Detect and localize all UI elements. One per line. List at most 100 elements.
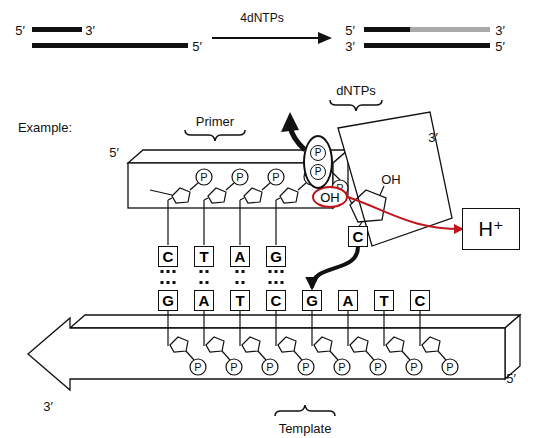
node-text: C (163, 249, 174, 264)
h-bond-dot (275, 281, 278, 284)
hydrogen-bonds (161, 270, 284, 284)
node-text: G (162, 293, 174, 308)
h-bond-dot (206, 281, 209, 284)
bond (240, 198, 244, 200)
bond (167, 200, 168, 245)
label: 5′ (109, 146, 119, 159)
label: 5′ (345, 24, 355, 37)
base-box: A (338, 290, 358, 311)
template-ribbon (505, 315, 520, 379)
phosphate-label: P (374, 362, 381, 373)
brace (330, 100, 382, 111)
bond (383, 311, 384, 346)
brace (275, 405, 335, 416)
phosphate-label: P (446, 362, 453, 373)
node-text: A (343, 293, 354, 308)
pyrophosphate-ellipse: PP (303, 135, 333, 189)
node-text: C (353, 229, 364, 244)
bond (186, 351, 194, 360)
bond (239, 200, 240, 245)
phosphate-label: P (200, 172, 207, 183)
template-strand (32, 43, 188, 48)
phosphate-circle (196, 169, 212, 185)
bond (347, 311, 348, 346)
h-bond-dot (173, 281, 176, 284)
label: Primer (196, 115, 234, 128)
phosphate-label: P (338, 362, 345, 373)
bond (311, 311, 312, 346)
base-box: C (266, 290, 286, 311)
node-text: P (310, 164, 326, 180)
phosphate-circle (268, 169, 284, 185)
h-bond-dot (236, 270, 239, 273)
base-box: T (374, 290, 394, 311)
label: 5′ (15, 24, 25, 37)
bond (380, 186, 384, 195)
label: 4dNTPs (240, 12, 283, 24)
phosphate-label: P (410, 362, 417, 373)
node-text: OH (320, 191, 340, 204)
primer-strand (364, 27, 410, 32)
h-bond-dot (167, 281, 170, 284)
primer-ribbon (128, 163, 333, 208)
bond (204, 198, 208, 200)
node-text: C (271, 293, 282, 308)
phosphate-label: P (266, 362, 273, 373)
h-bond-dot (167, 270, 170, 273)
sugar (244, 188, 262, 203)
base-box: T (194, 246, 214, 267)
template-backbone (168, 311, 458, 375)
primer-strand (32, 27, 82, 32)
template-strand (364, 43, 490, 48)
h-bond-dot (161, 270, 164, 273)
bond (402, 351, 410, 360)
bond (168, 198, 172, 200)
bond (419, 311, 420, 346)
h-bond-dot (275, 270, 278, 273)
label: 5′ (495, 40, 505, 53)
phosphate-circle (226, 359, 242, 375)
sugar (350, 337, 368, 352)
phosphate-label: P (230, 362, 237, 373)
sugar (208, 188, 226, 203)
base-box: A (230, 246, 250, 267)
template-arrow (28, 318, 505, 390)
base-box: C (158, 246, 178, 267)
phosphate-label: P (302, 362, 309, 373)
template-ribbon (70, 315, 520, 328)
node-text: T (199, 249, 208, 264)
h-bond-dot (269, 270, 272, 273)
h-bond-dot (161, 281, 164, 284)
bond (438, 351, 446, 360)
phosphate-label: P (272, 172, 279, 183)
label: 3′ (495, 24, 505, 37)
phosphate-circle (370, 359, 386, 375)
node-text: T (379, 293, 388, 308)
dntp-plane (338, 112, 452, 246)
bond (222, 351, 230, 360)
bond (330, 351, 338, 360)
bond (167, 311, 168, 346)
arrow-head (281, 112, 299, 132)
bond (298, 183, 306, 190)
node-text: H⁺ (479, 219, 504, 239)
label: 3′ (43, 400, 53, 413)
bond (262, 183, 270, 190)
sugar (280, 188, 298, 203)
bond (275, 311, 276, 346)
bond (275, 200, 276, 245)
bond (239, 311, 240, 346)
bond (258, 351, 266, 360)
sugar (172, 188, 190, 203)
h-bond-dot (200, 270, 203, 273)
new-strand (410, 27, 490, 32)
phosphate-label: P (236, 172, 243, 183)
base-box: T (230, 290, 250, 311)
node-text: P (310, 145, 326, 161)
sugar (206, 337, 224, 352)
sugar (242, 337, 260, 352)
phosphate-label: P (194, 362, 201, 373)
h-bond-dot (281, 270, 284, 273)
label: 5′ (506, 372, 516, 385)
label: 3′ (85, 24, 95, 37)
